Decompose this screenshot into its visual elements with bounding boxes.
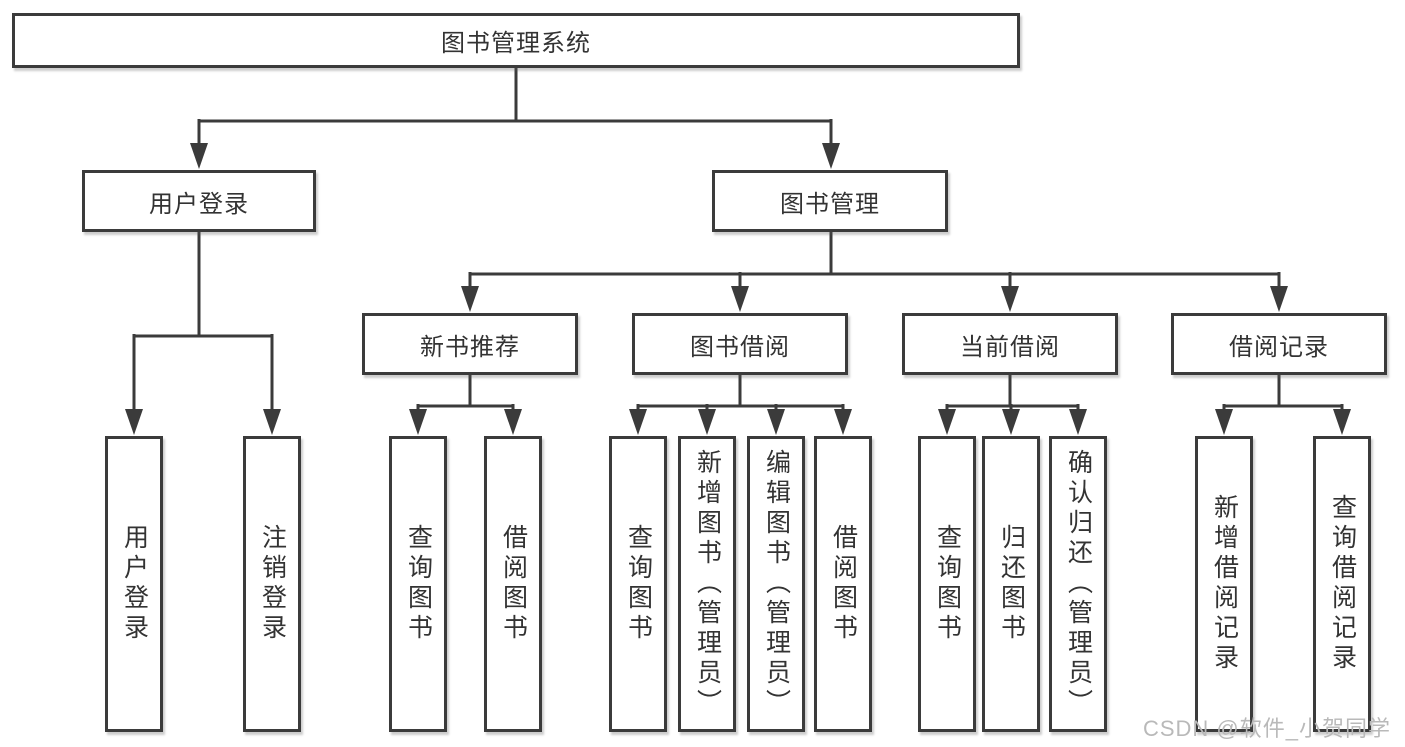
node-label: 编辑图书（管理员） <box>762 449 791 719</box>
leaf-confirm-return-admin: 确认归还（管理员） <box>1049 436 1107 732</box>
node-label: 新书推荐 <box>420 333 520 361</box>
node-label: 查询借阅记录 <box>1328 494 1357 674</box>
node-label: 借阅图书 <box>499 524 528 644</box>
arrow-icon <box>1069 409 1087 435</box>
node-label: 用户登录 <box>149 190 249 218</box>
node-label: 当前借阅 <box>960 333 1060 361</box>
arrow-icon <box>504 409 522 435</box>
leaf-borrow-books: 借阅图书 <box>814 436 872 732</box>
arrow-icon <box>409 409 427 435</box>
node-label: 归还图书 <box>997 524 1026 644</box>
arrow-icon <box>1270 286 1288 312</box>
leaf-edit-book-admin: 编辑图书（管理员） <box>747 436 805 732</box>
arrow-icon <box>767 409 785 435</box>
leaf-query-books-borrow: 查询图书 <box>609 436 667 732</box>
node-label: 图书管理 <box>780 190 880 218</box>
node-library-system: 图书管理系统 <box>12 13 1020 68</box>
node-label: 确认归还（管理员） <box>1064 449 1093 719</box>
arrow-icon <box>938 409 956 435</box>
leaf-query-borrow-record: 查询借阅记录 <box>1313 436 1371 732</box>
node-label: 查询图书 <box>404 524 433 644</box>
arrow-icon <box>822 143 840 169</box>
arrow-icon <box>125 409 143 435</box>
node-user-login: 用户登录 <box>82 170 316 232</box>
node-label: 借阅记录 <box>1229 333 1329 361</box>
node-book-management: 图书管理 <box>712 170 948 232</box>
node-label: 查询图书 <box>933 524 962 644</box>
leaf-borrow-books-recommend: 借阅图书 <box>484 436 542 732</box>
node-label: 新增借阅记录 <box>1210 494 1239 674</box>
leaf-add-book-admin: 新增图书（管理员） <box>678 436 736 732</box>
node-label: 图书管理系统 <box>441 30 591 57</box>
leaf-logout: 注销登录 <box>243 436 301 732</box>
node-current-borrow: 当前借阅 <box>902 313 1118 375</box>
leaf-add-borrow-record: 新增借阅记录 <box>1195 436 1253 732</box>
node-new-book-recommend: 新书推荐 <box>362 313 578 375</box>
node-label: 用户登录 <box>120 524 149 644</box>
node-label: 图书借阅 <box>690 333 790 361</box>
arrow-icon <box>461 286 479 312</box>
arrow-icon <box>190 143 208 169</box>
arrow-icon <box>834 409 852 435</box>
arrow-icon <box>1333 409 1351 435</box>
arrow-icon <box>731 286 749 312</box>
arrow-icon <box>1002 409 1020 435</box>
node-book-borrow: 图书借阅 <box>632 313 848 375</box>
node-label: 借阅图书 <box>829 524 858 644</box>
arrow-icon <box>1001 286 1019 312</box>
leaf-query-books-current: 查询图书 <box>918 436 976 732</box>
arrow-icon <box>629 409 647 435</box>
arrow-icon <box>698 409 716 435</box>
arrow-icon <box>1215 409 1233 435</box>
node-label: 注销登录 <box>258 524 287 644</box>
node-label: 新增图书（管理员） <box>693 449 722 719</box>
node-borrow-records: 借阅记录 <box>1171 313 1387 375</box>
leaf-user-login: 用户登录 <box>105 436 163 732</box>
arrowheads <box>125 143 1351 435</box>
leaf-query-books-recommend: 查询图书 <box>389 436 447 732</box>
node-label: 查询图书 <box>624 524 653 644</box>
leaf-return-book: 归还图书 <box>982 436 1040 732</box>
arrow-icon <box>263 409 281 435</box>
